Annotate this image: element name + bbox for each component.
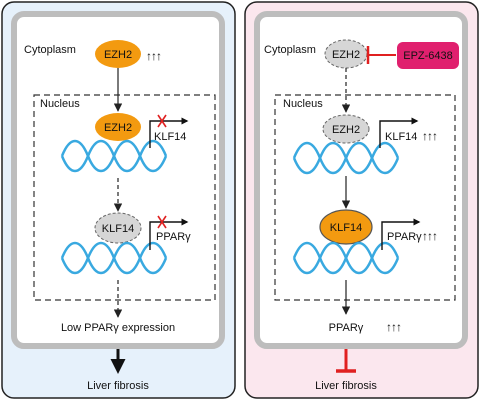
left-ezh2-cyto-label: EZH2 [104,49,132,61]
right-panel: Cytoplasm EZH2 EPZ-6438 Nucleus EZH2 KLF… [244,1,479,399]
right-inhibitor-box [397,42,459,69]
left-nucleus-boundary [33,94,216,301]
left-ppar-promoter-arrow [149,218,189,250]
left-cytoplasm-label: Cytoplasm [24,44,76,56]
left-ezh2-nuc-node [95,113,141,141]
left-ezh2-up-arrows-icon: ↑↑↑ [146,49,161,63]
right-inhibitor-label: EPZ-6438 [403,50,453,62]
left-dna-helix-1 [60,139,168,173]
right-nucleus-boundary [274,94,456,301]
right-outcome-label: Liver fibrosis [315,380,377,392]
right-klf14-gene-label: KLF14 [385,131,417,143]
left-klf14-block-icon [157,114,167,128]
left-dna-helix-2 [60,241,168,275]
right-ppar-promoter-arrow [381,218,421,250]
left-ppar-block-icon [157,215,167,229]
right-klf14-up-arrows-icon: ↑↑↑ [422,129,437,143]
left-klf14-protein-label: KLF14 [102,223,134,235]
right-ezh2-cyto-label: EZH2 [332,49,360,61]
right-result-label: PPARγ [329,322,364,334]
right-nucleus-label: Nucleus [283,98,323,110]
left-klf14-gene-label: KLF14 [154,131,186,143]
right-klf14-protein-node [319,209,373,245]
right-ppar-up-arrows-icon: ↑↑↑ [422,229,437,243]
right-ezh2-nuc-label: EZH2 [332,124,360,136]
right-cell-membrane [254,11,468,349]
left-klf14-promoter-arrow [149,117,189,148]
right-klf14-protein-label: KLF14 [330,222,362,234]
right-cytoplasm-label: Cytoplasm [264,44,316,56]
left-outcome-label: Liver fibrosis [87,380,149,392]
left-nucleus-label: Nucleus [40,98,80,110]
right-klf14-promoter-arrow [379,117,419,148]
left-ezh2-nuc-label: EZH2 [104,122,132,134]
right-dna-helix-2 [292,241,400,275]
right-ppar-gene-label: PPARγ [387,231,422,243]
right-result-up-arrows-icon: ↑↑↑ [386,320,401,334]
left-panel: Cytoplasm EZH2 ↑↑↑ Nucleus EZH2 KLF14 KL… [1,1,236,399]
left-klf14-protein-node [94,212,142,244]
right-ezh2-nuc-node [322,114,370,144]
left-result-label: Low PPARγ expression [61,322,175,334]
left-ezh2-cyto-node [95,40,141,68]
left-ppar-gene-label: PPARγ [156,231,191,243]
